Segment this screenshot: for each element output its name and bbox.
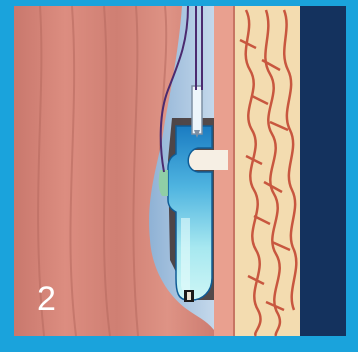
skin-notch [186,150,228,170]
device-highlight [181,218,190,296]
skin-layer [214,6,234,336]
connector-stem [192,86,202,134]
dark-background-region [296,6,346,336]
bottom-electrode-core [187,292,191,300]
panel-number: 2 [37,282,56,316]
